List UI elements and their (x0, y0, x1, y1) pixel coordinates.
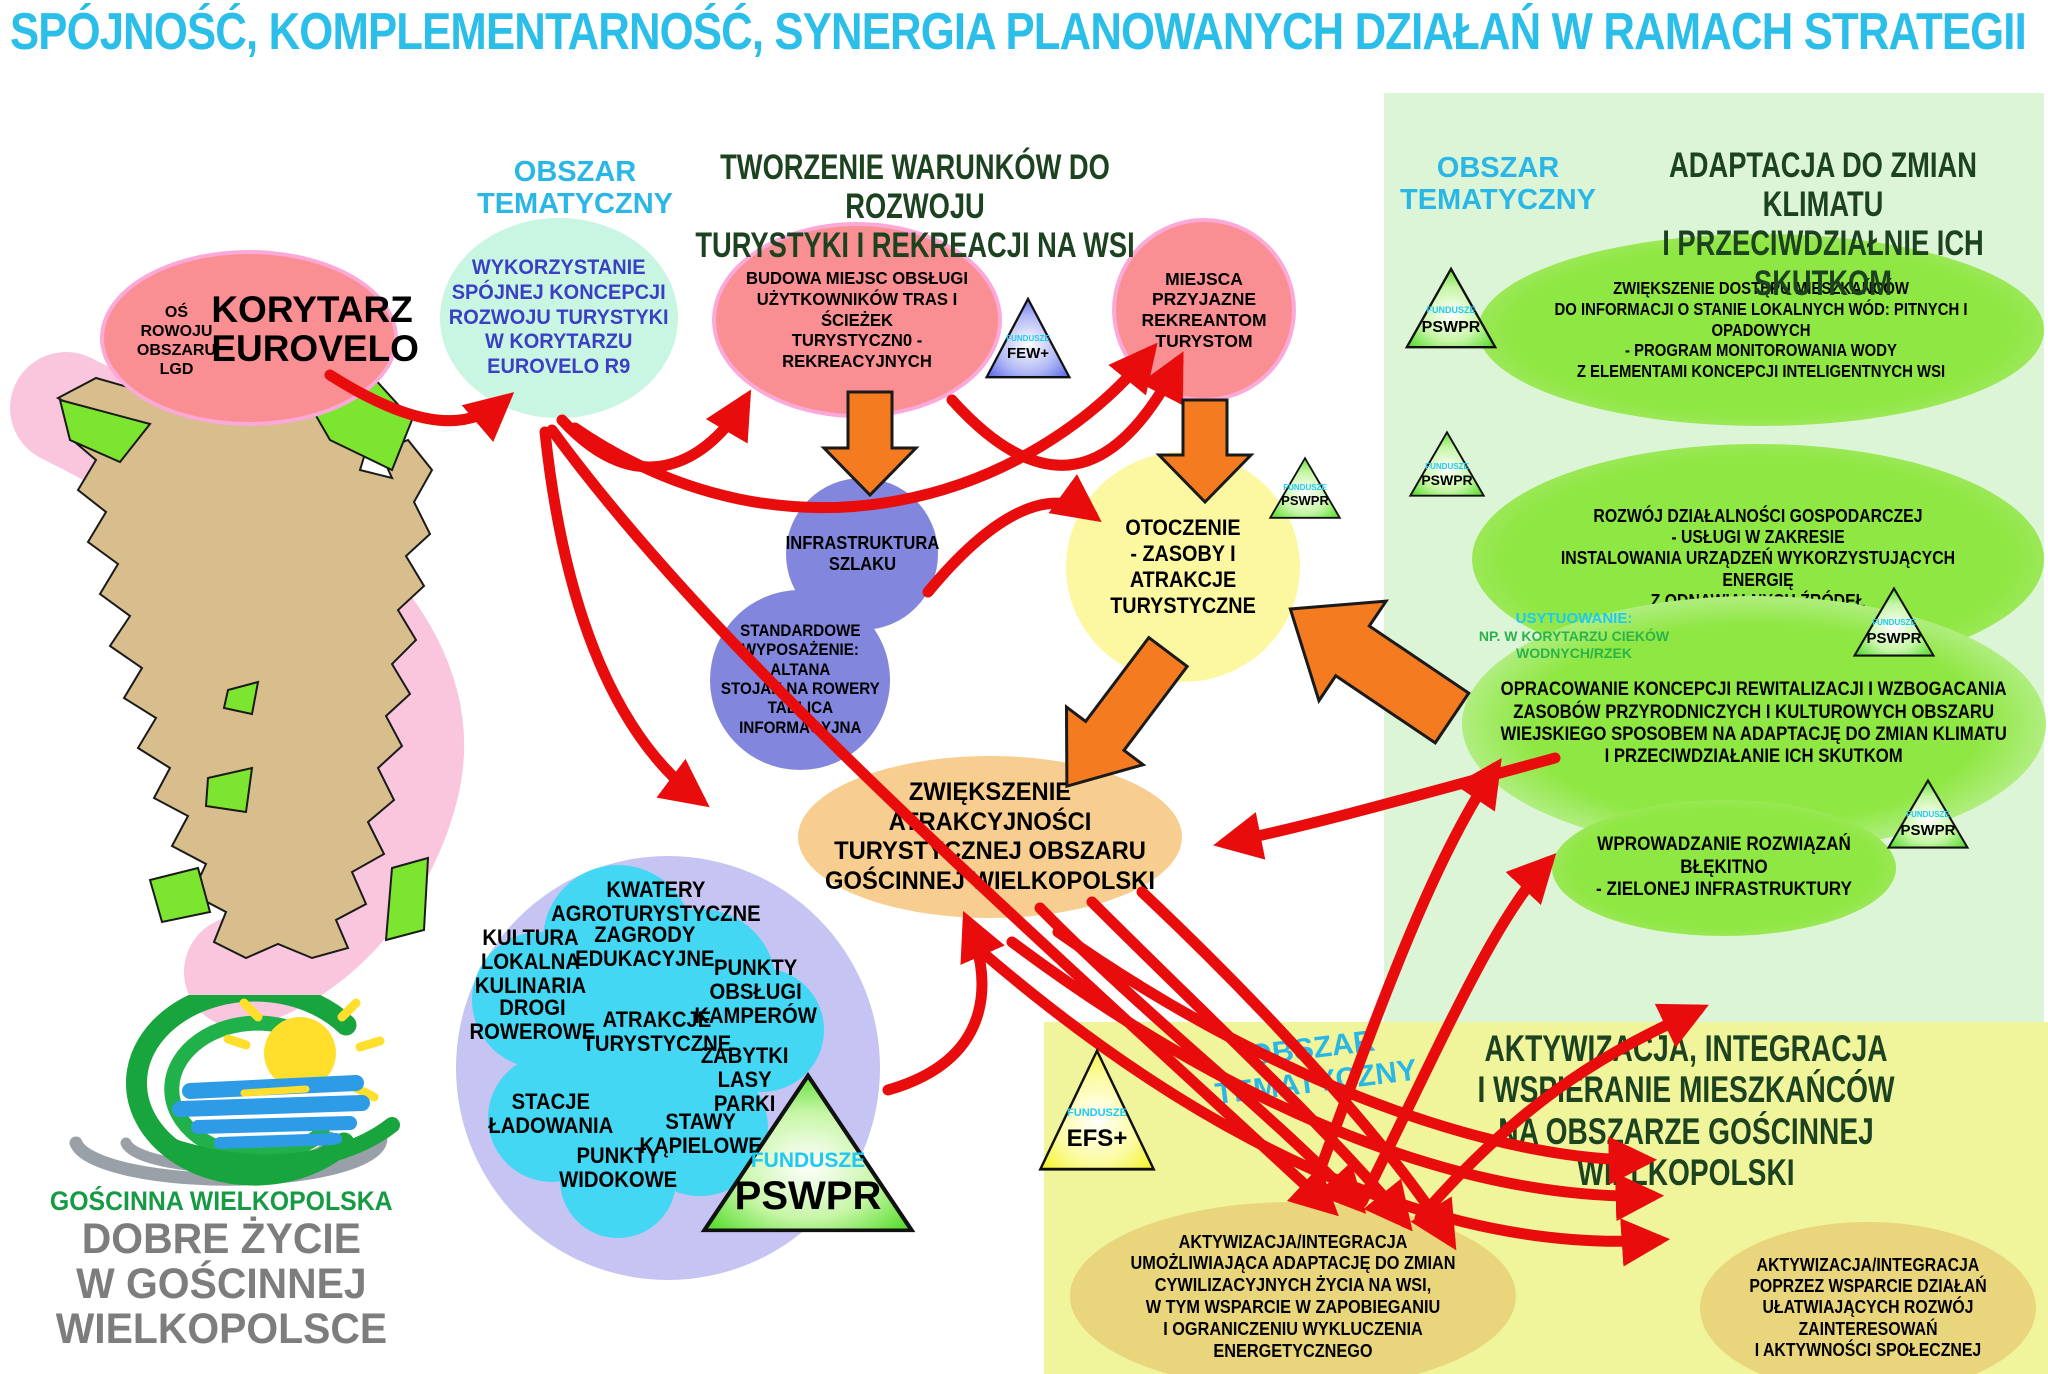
node-dostep: ZWIĘKSZENIE DOSTĘPU MIESZKAŃCÓW DO INFOR… (1478, 234, 2044, 426)
tourism-area-label-text: OBSZAR TEMATYCZNY (476, 156, 673, 221)
climate-heading: ADAPTACJA DO ZMIAN KLIMATU I PRZECIWDZIA… (1600, 146, 2046, 304)
lgd-area-shape (55, 364, 434, 960)
logo-title: GOŚCINNA WIELKOPOLSKA (49, 1186, 393, 1216)
funds-triangle-efs: FUNDUSZE EFS+ (1038, 1048, 1156, 1172)
node-standardowe: STANDARDOWE WYPOSAŻENIE: ALTANA STOJAK N… (710, 590, 890, 770)
funds-triangle-few: FUNDUSZE FEW+ (984, 296, 1072, 380)
node-wykorzystanie-label: WYKORZYSTANIE SPÓJNEJ KONCEPCJI ROZWOJU … (449, 256, 669, 379)
climate-area-label-text: OBSZAR TEMATYCZNY (1399, 152, 1596, 217)
node-infrastruktura-label: INFRASTRUKTURA SZLAKU (785, 532, 939, 574)
cluster-item-punkty-widokowe: PUNKTY WIDOKOWE (558, 1143, 678, 1193)
activation-heading-text: AKTYWIZACJA, INTEGRACJA I WSPIERANIE MIE… (1477, 1028, 1895, 1194)
note-usytuowanie-line3: WODNYCH/RZEK (1516, 644, 1632, 661)
node-standardowe-label: STANDARDOWE WYPOSAŻENIE: ALTANA STOJAK N… (720, 621, 880, 737)
cluster-item-kwatery: KWATERY AGROTURYSTYCZNE (551, 877, 761, 927)
node-korytarz-eurovelo: OŚ ROWOJU OBSZARU LGD KORYTARZ EUROVELO (100, 250, 419, 426)
tourism-heading-text: TWORZENIE WARUNKÓW DO ROZWOJU TURYSTYKI … (695, 148, 1135, 266)
note-usytuowanie-line2: NP. W KORYTARZU CIEKÓW (1478, 628, 1670, 644)
node-opracowanie-label: OPRACOWANIE KONCEPCJI REWITALIZACJI I WZ… (1500, 679, 2008, 768)
triangle-shape-icon (1404, 266, 1498, 349)
node-rozwoj-label: ROZWÓJ DZIAŁALNOŚCI GOSPODARCZEJ - USŁUG… (1560, 505, 1956, 611)
funds-triangle-pswpr-otoczenie: FUNDUSZE PSWPR (1268, 456, 1342, 520)
node-wprowadzanie-label: WPROWADZANIE ROZWIĄZAŃ BŁĘKITNO - ZIELON… (1596, 834, 1852, 901)
node-zwiekszenie: ZWIĘKSZENIE ATRAKCYJNOŚCI TURYSTYCZNEJ O… (798, 756, 1182, 918)
tourism-heading: TWORZENIE WARUNKÓW DO ROZWOJU TURYSTYKI … (630, 148, 1200, 266)
logo-subtitle: DOBRE ŻYCIE W GOŚCINNEJ WIELKOPOLSCE (55, 1215, 387, 1354)
node-aktywizacja-1-label: AKTYWIZACJA/INTEGRACJA UMOŻLIWIAJĄCA ADA… (1130, 1230, 1456, 1361)
funds-triangle-pswpr-1: FUNDUSZE PSWPR (1404, 266, 1498, 350)
logo-text-block: GOŚCINNA WIELKOPOLSKA DOBRE ŻYCIE W GOŚC… (6, 1186, 436, 1352)
node-aktywizacja-2-label: AKTYWIZACJA/INTEGRACJA POPRZEZ WSPARCIE … (1749, 1254, 1987, 1360)
note-usytuowanie-line1: USYTUOWANIE: (1515, 610, 1633, 627)
goscinna-wielkopolska-logo-icon (69, 995, 400, 1186)
node-zwiekszenie-label: ZWIĘKSZENIE ATRAKCYJNOŚCI TURYSTYCZNEJ O… (825, 778, 1155, 895)
funds-triangle-pswpr-main: FUNDUSZE PSWPR (700, 1072, 916, 1234)
climate-heading-text: ADAPTACJA DO ZMIAN KLIMATU I PRZECIWDZIA… (1662, 146, 1984, 303)
node-korytarz-label: KORYTARZ EUROVELO (211, 288, 419, 369)
triangle-shape-icon (1886, 778, 1970, 849)
funds-triangle-pswpr-2: FUNDUSZE PSWPR (1408, 430, 1486, 498)
tourism-area-label: OBSZAR TEMATYCZNY (470, 156, 680, 221)
activation-heading: AKTYWIZACJA, INTEGRACJA I WSPIERANIE MIE… (1330, 1028, 2042, 1194)
funds-triangle-pswpr-wprowadzanie: FUNDUSZE PSWPR (1886, 778, 1970, 850)
climate-area-label: OBSZAR TEMATYCZNY (1392, 152, 1604, 217)
triangle-shape-icon (1408, 430, 1486, 497)
node-wprowadzanie: WPROWADZANIE ROZWIĄZAŃ BŁĘKITNO - ZIELON… (1552, 800, 1896, 936)
eurovelo-corridor-band (10, 352, 464, 1028)
page-title: SPÓJNOŚĆ, KOMPLEMENTARNOŚĆ, SYNERGIA PLA… (10, 3, 2027, 61)
funds-triangle-pswpr-opracowanie: FUNDUSZE PSWPR (1852, 586, 1936, 658)
cluster-item-kultura: KULTURA LOKALNA KULINARIA (474, 925, 586, 999)
triangle-shape-icon (1852, 586, 1936, 657)
node-dostep-label: ZWIĘKSZENIE DOSTĘPU MIESZKAŃCÓW DO INFOR… (1554, 278, 1968, 381)
node-otoczenie-label: OTOCZENIE - ZASOBY I ATRAKCJE TURYSTYCZN… (1110, 515, 1256, 618)
cluster-item-stacje: STACJE ŁADOWANIA (488, 1089, 614, 1139)
node-otoczenie: OTOCZENIE - ZASOBY I ATRAKCJE TURYSTYCZN… (1066, 452, 1300, 682)
node-miejsca-label: MIEJSCA PRZYJAZNE REKREANTOM TURYSTOM (1141, 268, 1267, 351)
node-aktywizacja-2: AKTYWIZACJA/INTEGRACJA POPRZEZ WSPARCIE … (1700, 1222, 2036, 1374)
green-patches (58, 374, 430, 942)
node-budowa-label: BUDOWA MIEJSC OBSŁUGI UŻYTKOWNIKÓW TRAS … (745, 268, 968, 371)
note-usytuowanie: USYTUOWANIE: NP. W KORYTARZU CIEKÓW WODN… (1472, 610, 1676, 662)
